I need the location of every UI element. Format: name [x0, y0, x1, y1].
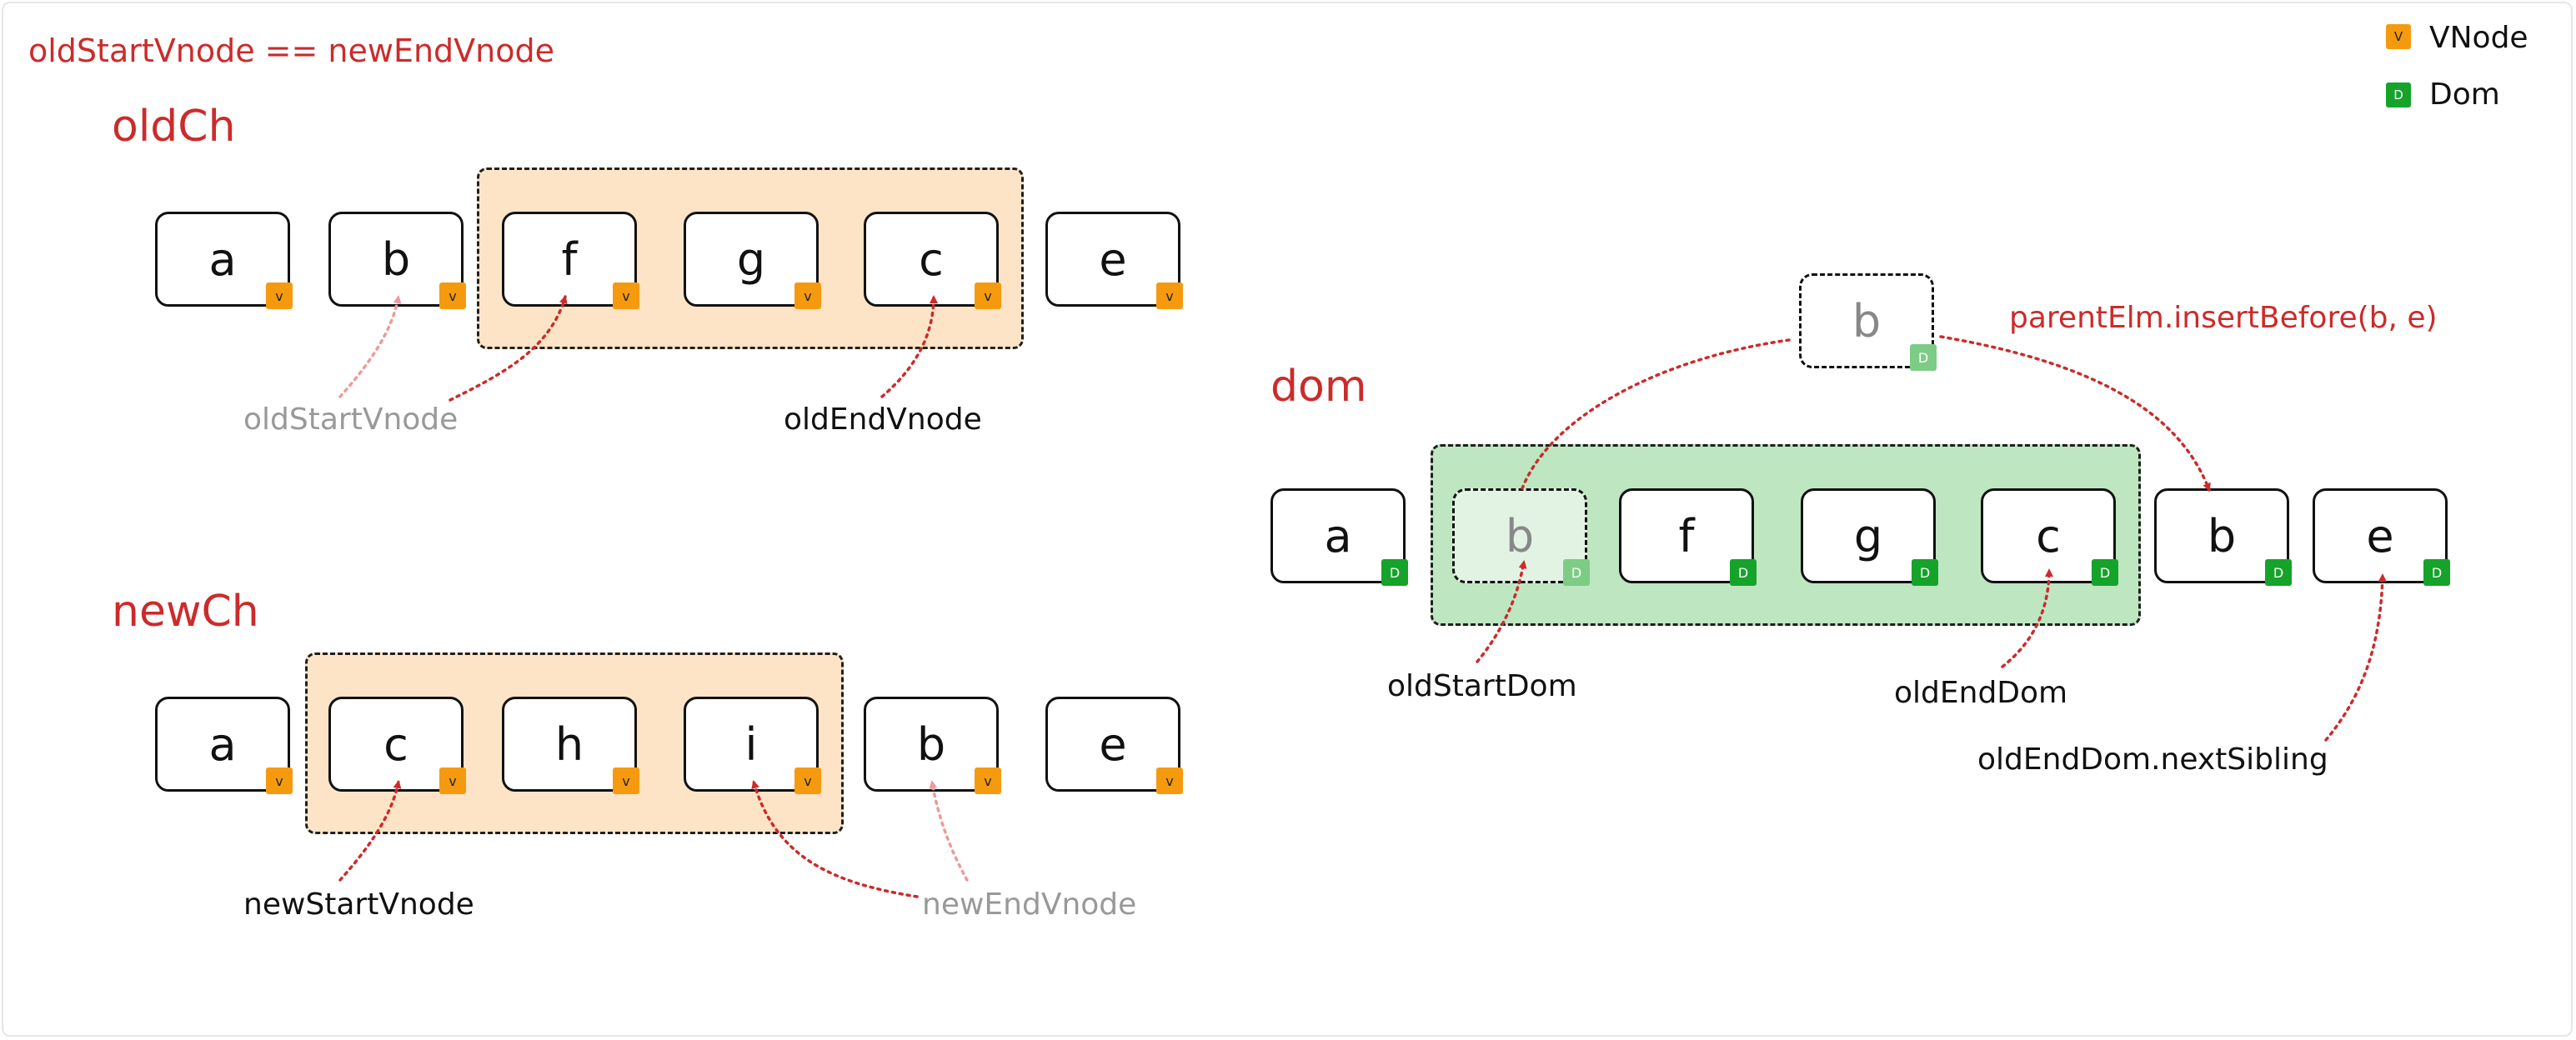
vnode-legend-icon: V	[2386, 24, 2411, 49]
dom-node-letter: b	[2207, 509, 2237, 562]
dom-legend-icon: D	[2386, 82, 2411, 108]
newch-node-letter: a	[208, 718, 237, 771]
vnode-badge: v	[975, 282, 1001, 309]
vnode-badge: v	[266, 282, 293, 309]
newch-node-letter: e	[1099, 718, 1127, 771]
oldend-to-c-arrow	[880, 295, 938, 398]
vnode-badge: v	[439, 768, 466, 794]
newendvnode-label: newEndVnode	[922, 888, 1137, 922]
vnode-badge: v	[613, 768, 639, 794]
dom-badge: D	[2092, 559, 2118, 586]
dom-node-letter: b	[1505, 509, 1535, 562]
nextsibling-label: oldEndDom.nextSibling	[1977, 742, 2328, 777]
dom-badge: D	[1563, 559, 1590, 586]
floating-node-letter: b	[1852, 294, 1882, 348]
dom-badge: D	[2265, 559, 2292, 586]
oldstartdom-label: oldStartDom	[1387, 669, 1577, 703]
oldch-node-letter: b	[381, 232, 411, 286]
newch-title: newCh	[112, 587, 259, 637]
vnode-badge: v	[975, 768, 1001, 794]
dom-node-letter: g	[1853, 509, 1883, 562]
dom-badge: D	[1912, 559, 1938, 586]
newch-node-letter: b	[916, 718, 946, 771]
dom-badge: D	[1730, 559, 1757, 586]
dom-node-letter: f	[1678, 509, 1695, 562]
dom-badge: D	[1910, 344, 1937, 371]
vnode-badge: v	[266, 768, 293, 794]
nextsibling-to-e-arrow	[2324, 573, 2387, 742]
oldstartdom-to-ghost-arrow	[1476, 560, 1527, 663]
dom-badge: D	[2423, 559, 2450, 586]
vnode-badge: v	[439, 282, 466, 309]
dom-legend-label: Dom	[2429, 78, 2500, 112]
floating-b-to-ghost-arrow	[1521, 338, 1791, 490]
oldstart-to-b-arrow	[338, 295, 402, 398]
dom-title: dom	[1270, 362, 1367, 412]
newch-node-letter: c	[383, 718, 408, 771]
dom-node-letter: a	[1324, 509, 1352, 562]
oldch-node-letter: e	[1099, 232, 1127, 286]
newend-to-b-arrow	[929, 780, 969, 882]
newend-to-i-arrow	[751, 780, 919, 898]
oldstart-to-f-arrow	[449, 295, 568, 402]
diagram-header: oldStartVnode == newEndVnode	[28, 32, 555, 69]
oldch-node-letter: g	[736, 232, 766, 286]
oldch-node-letter: f	[561, 232, 578, 286]
oldch-title: oldCh	[112, 102, 236, 152]
dom-node-letter: e	[2366, 509, 2394, 562]
vnode-badge: v	[1156, 282, 1183, 309]
newch-node-letter: h	[554, 718, 584, 771]
oldenddom-label: oldEndDom	[1894, 676, 2068, 710]
vnode-badge: v	[1156, 768, 1183, 794]
oldenddom-to-c-arrow	[2001, 568, 2053, 668]
vnode-badge: v	[613, 282, 639, 309]
oldch-node-letter: c	[919, 232, 944, 286]
insert-before-arrow	[1939, 335, 2211, 492]
oldendvnode-label: oldEndVnode	[784, 402, 982, 437]
newch-node-letter: i	[744, 718, 758, 771]
dom-badge: D	[1381, 559, 1408, 586]
vnode-legend-label: VNode	[2429, 21, 2528, 55]
newstartvnode-label: newStartVnode	[243, 888, 474, 922]
oldch-node-letter: a	[208, 232, 237, 286]
oldstartvnode-label: oldStartVnode	[243, 402, 459, 437]
dom-node-letter: c	[2036, 509, 2061, 562]
vnode-badge: v	[794, 282, 821, 309]
insert-before-call: parentElm.insertBefore(b, e)	[2009, 301, 2438, 335]
newstart-to-c-arrow	[338, 780, 402, 882]
vnode-badge: v	[794, 768, 821, 794]
